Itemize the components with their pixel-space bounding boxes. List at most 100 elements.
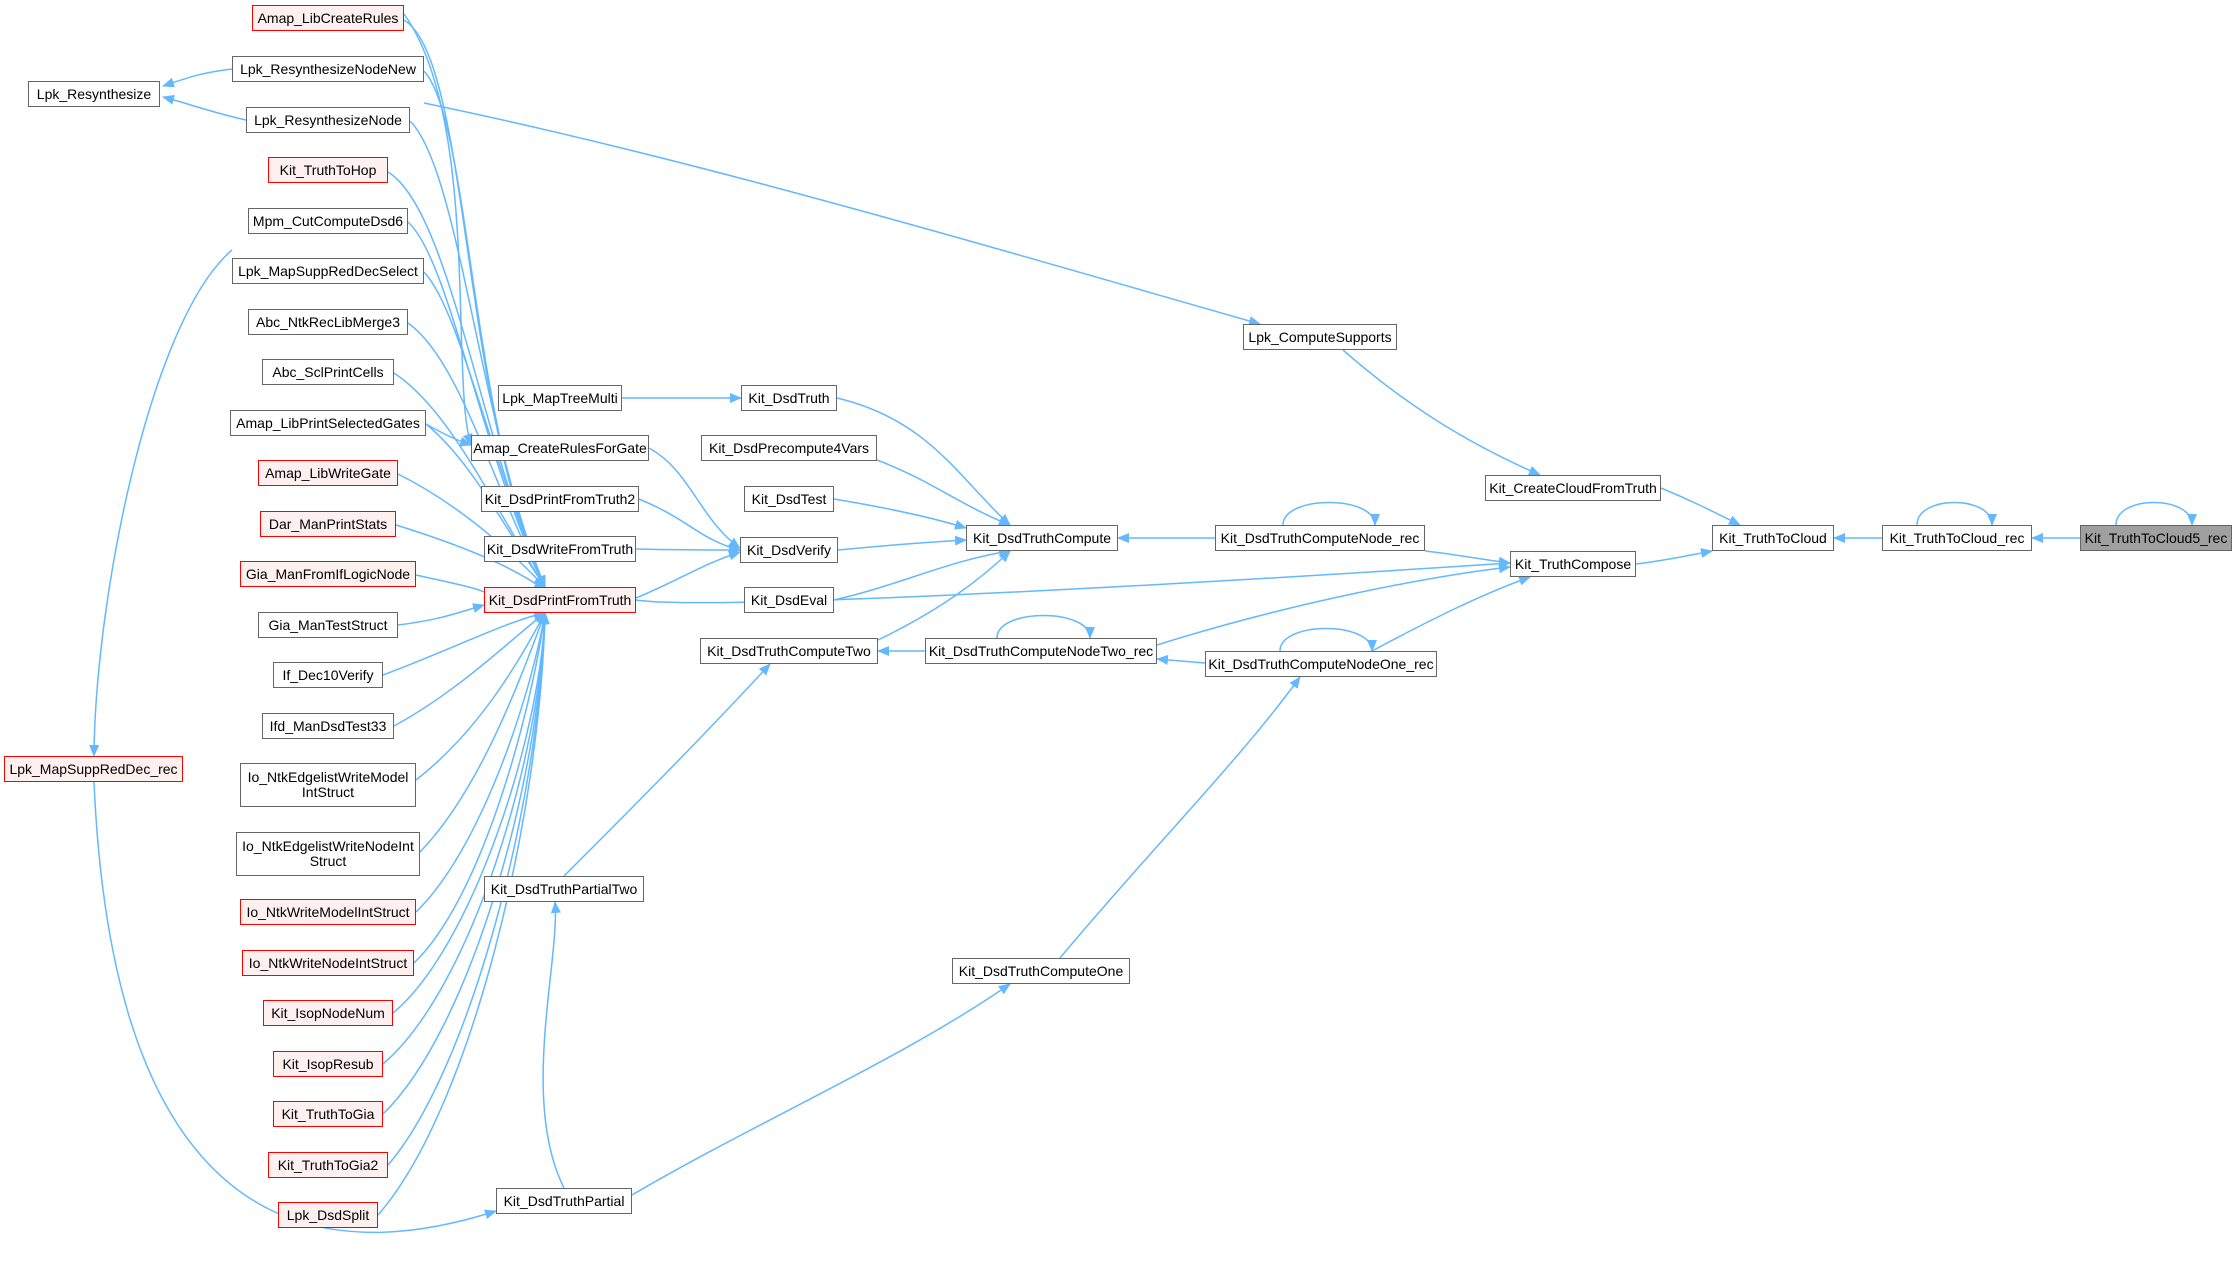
e-pft-writegate [397,473,546,588]
e-pft-darstats [395,524,546,591]
e-compose-nodeone [1371,576,1531,652]
node-kit-dsdtruthpartialtwo[interactable]: Kit_DsdTruthPartialTwo [484,876,644,902]
e-loop-nodeone [1279,627,1377,652]
node-io-ntkedgelistwritemodelintstruct[interactable]: Io_NtkEdgelistWriteModel IntStruct [240,763,416,807]
node-kit-dsdprecompute4vars[interactable]: Kit_DsdPrecompute4Vars [701,435,877,461]
node-if-dec10verify[interactable]: If_Dec10Verify [273,662,383,688]
node-lpk-dsdsplit[interactable]: Lpk_DsdSplit [278,1202,378,1228]
e-loop-cloudrec [1916,501,1997,526]
node-kit-dsdtruthcomputenodetwo-rec[interactable]: Kit_DsdTruthComputeNodeTwo_rec [925,638,1157,664]
node-kit-truthtocloud-rec[interactable]: Kit_TruthToCloud_rec [1882,525,2032,551]
node-kit-isopnodenum[interactable]: Kit_IsopNodeNum [263,1000,393,1026]
e-tc-verify [837,535,967,551]
node-kit-dsdprintfromtruth[interactable]: Kit_DsdPrintFromTruth [484,587,636,613]
node-kit-truthtogia2[interactable]: Kit_TruthToGia2 [268,1152,388,1178]
e-partial-maprec [93,781,497,1234]
node-kit-dsdtruthcomputeone[interactable]: Kit_DsdTruthComputeOne [952,958,1130,984]
node-lpk-maptreemulti[interactable]: Lpk_MapTreeMulti [498,385,622,411]
node-kit-dsdeval[interactable]: Kit_DsdEval [744,587,834,613]
node-io-ntkwritemodelintstruct[interactable]: Io_NtkWriteModelIntStruct [240,899,416,925]
e-resynth-nodenew [162,68,233,88]
node-kit-dsdtruthcompute[interactable]: Kit_DsdTruthCompute [966,525,1118,551]
e-verify-pft [635,550,741,599]
e-pft-dsdsplit [377,612,550,1216]
e-pft-node [409,120,546,588]
node-lpk-resynthesizenode[interactable]: Lpk_ResynthesizeNode [246,107,410,133]
e-createrules-2 [425,423,472,447]
e-loop-nodetwo [996,614,1095,639]
node-kit-dsdtruthpartial[interactable]: Kit_DsdTruthPartial [496,1188,632,1214]
e-ct-partialtwo [563,663,771,877]
node-kit-truthcompose[interactable]: Kit_TruthCompose [1510,551,1636,577]
node-kit-dsdwritefromtruth[interactable]: Kit_DsdWriteFromTruth [484,536,636,562]
node-lpk-computesupports[interactable]: Lpk_ComputeSupports [1243,324,1397,350]
node-dar-manprintstats[interactable]: Dar_ManPrintStats [260,511,396,537]
node-lpk-resynthesizenodenew[interactable]: Lpk_ResynthesizeNodeNew [232,56,424,82]
node-io-ntkedgelistwritenodeintstruct[interactable]: Io_NtkEdgelistWriteNodeInt Struct [236,832,420,876]
e-mapsuppdec-select [89,249,233,757]
node-gia-manteststruct[interactable]: Gia_ManTestStruct [258,612,398,638]
e-verify-createrules [648,447,741,549]
node-abc-ntkreclibmerge3[interactable]: Abc_NtkRecLibMerge3 [248,309,408,335]
e-tc-precompute [876,459,1011,526]
e-pft-writenode [413,612,549,964]
node-amap-libprintselectedgates[interactable]: Amap_LibPrintSelectedGates [230,410,426,436]
e-pft-writemodel [415,612,549,913]
e-cno-one [1059,676,1301,959]
node-kit-dsdtest[interactable]: Kit_DsdTest [744,486,834,512]
e-pft-ifd33 [393,612,546,727]
e-tc-test [833,498,967,530]
node-kit-dsdprintfromtruth2[interactable]: Kit_DsdPrintFromTruth2 [481,486,639,512]
node-kit-truthtogia[interactable]: Kit_TruthToGia [273,1101,383,1127]
node-amap-libwritegate[interactable]: Amap_LibWriteGate [258,460,398,486]
e-pft-giaiflogic [415,574,497,599]
e-pft-giatest [397,603,485,626]
e-pft-ifdec10 [382,610,546,676]
node-amap-createrulesforgate[interactable]: Amap_CreateRulesForGate [471,435,649,461]
e-supports-nodenew [423,102,1261,326]
node-kit-truthtohop[interactable]: Kit_TruthToHop [268,157,388,183]
node-kit-truthtocloud[interactable]: Kit_TruthToCloud [1712,525,1834,551]
e-cntwo-nodeone [1156,654,1206,665]
node-kit-createcloudfromtruth[interactable]: Kit_CreateCloudFromTruth [1485,475,1661,501]
e-ttc-compose [1635,548,1713,565]
e-loop-cloud5rec [2115,501,2197,526]
e-compose-node [1424,550,1511,567]
node-gia-manfromiflogicnode[interactable]: Gia_ManFromIfLogicNode [240,561,416,587]
node-lpk-resynthesize[interactable]: Lpk_Resynthesize [28,81,160,107]
e-compose-nodetwo [1156,563,1511,646]
node-ifd-mandsdtest33[interactable]: Ifd_ManDsdTest33 [262,713,394,739]
node-amap-libcreaterules[interactable]: Amap_LibCreateRules [252,5,404,31]
node-lpk-mapsuppreddecselect[interactable]: Lpk_MapSuppRedDecSelect [232,258,424,284]
e-tc-eval [833,547,1011,601]
e-co-partial [631,983,1011,1196]
e-createrules [403,13,473,446]
node-kit-truthtocloud5-rec[interactable]: Kit_TruthToCloud5_rec [2080,525,2232,551]
e-ccft-supports [1342,349,1541,476]
e-ttc-ccft [1660,487,1741,526]
node-kit-isopresub[interactable]: Kit_IsopResub [273,1051,383,1077]
node-kit-dsdtruthcomputenode-rec[interactable]: Kit_DsdTruthComputeNode_rec [1215,525,1425,551]
node-kit-dsdverify[interactable]: Kit_DsdVerify [740,537,838,563]
e-compose-pft [635,558,1511,604]
node-lpk-mapsuppreddec-rec[interactable]: Lpk_MapSuppRedDec_rec [4,756,183,782]
e-pft-isopresub [382,612,550,1065]
e-pft-edgenode [419,612,546,853]
node-kit-dsdtruthcomputenodeone-rec[interactable]: Kit_DsdTruthComputeNodeOne_rec [1205,651,1437,677]
e-pt-partial [542,901,565,1189]
node-kit-dsdtruthcomputetwo[interactable]: Kit_DsdTruthComputeTwo [700,638,878,664]
e-pft-edgemodel [415,612,546,781]
node-io-ntkwritenodeintstruct[interactable]: Io_NtkWriteNodeIntStruct [242,950,414,976]
node-mpm-cutcomputedsd6[interactable]: Mpm_CutComputeDsd6 [248,208,408,234]
e-pft-isopnum [392,612,550,1014]
e-verify-pft2 [638,498,741,553]
node-kit-dsdtruth[interactable]: Kit_DsdTruth [741,385,837,411]
e-tc-dsdtruth [836,397,1011,526]
node-abc-sclprintcells[interactable]: Abc_SclPrintCells [262,359,394,385]
e-loop-node [1282,501,1380,526]
e-pft-truthtogia2 [387,612,550,1166]
e-resynth-node [162,94,247,121]
e-verify-wft [635,544,741,555]
e-pft-select [423,271,546,588]
